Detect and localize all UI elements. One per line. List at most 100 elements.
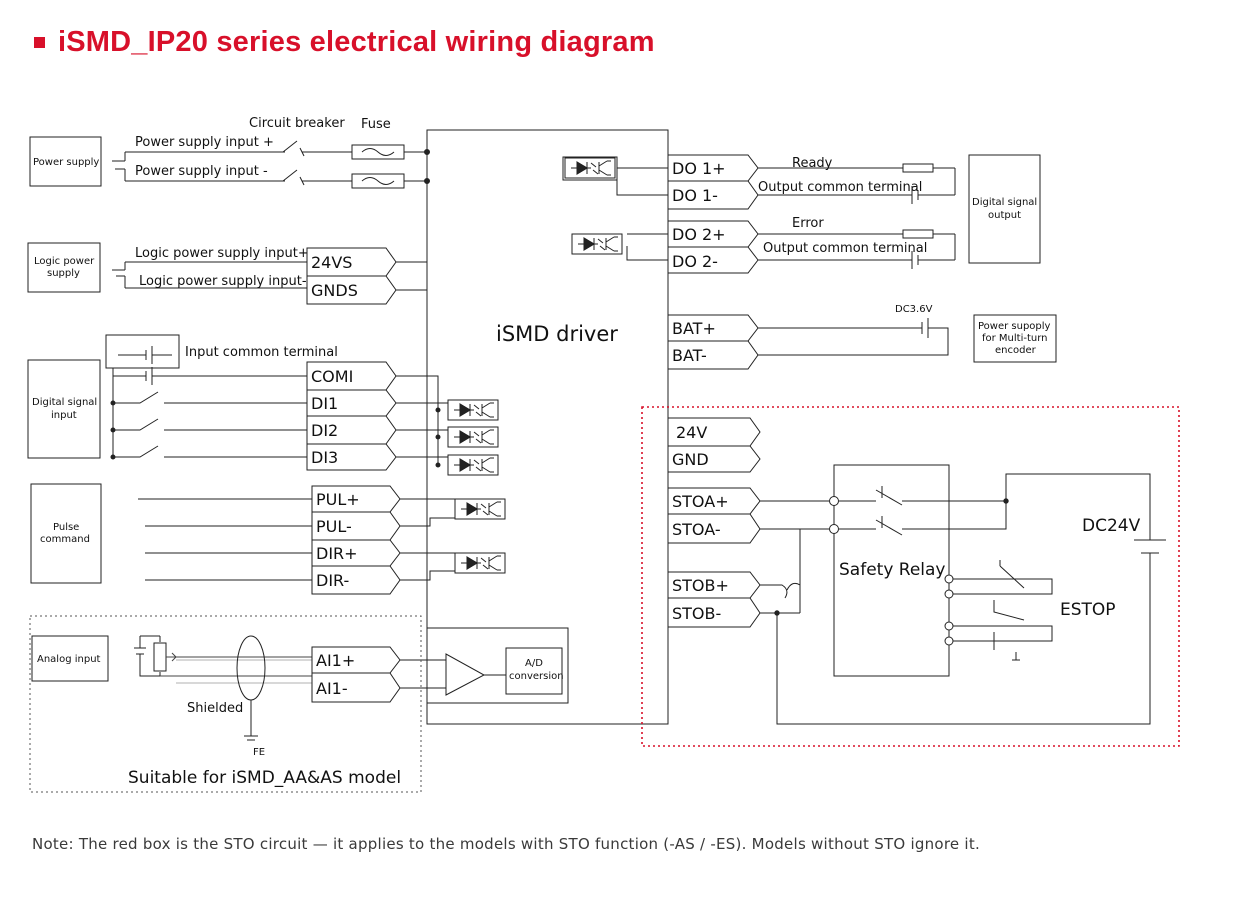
opto-pul [454, 498, 506, 520]
svg-text:DO 2+: DO 2+ [672, 225, 726, 244]
pin-do1-plus: DO 1+ [667, 154, 759, 182]
pin-do2-minus: DO 2- [667, 246, 759, 274]
shield-label: Shielded [187, 701, 243, 716]
adc-label-1: A/D [525, 658, 543, 669]
resistor-ready [902, 163, 934, 173]
digital-input-box [27, 359, 101, 459]
logic-power-label-1: Logic power [34, 256, 95, 267]
pin-pul-plus: PUL+ [311, 485, 401, 513]
opto-dir [454, 552, 506, 574]
svg-text:STOB-: STOB- [672, 604, 721, 623]
encoder-power-label-2: for Multi-turn [982, 333, 1048, 344]
input-common-label: Input common terminal [185, 345, 338, 360]
shield-symbol [236, 635, 266, 701]
logic-input-plus-label: Logic power supply input+ [135, 246, 309, 261]
opto-do1 [564, 157, 616, 179]
title-bullet [34, 36, 45, 48]
dc24v-label: DC24V [1082, 516, 1141, 536]
adc-box [426, 627, 569, 704]
svg-text:24V: 24V [676, 423, 707, 442]
svg-text:PUL+: PUL+ [316, 490, 360, 509]
svg-text:DI3: DI3 [311, 448, 338, 467]
ready-label: Ready [792, 156, 833, 171]
footnote: Note: The red box is the STO circuit — i… [32, 835, 980, 853]
pin-ai1-plus: AI1+ [311, 646, 401, 674]
svg-text:AI1+: AI1+ [316, 651, 355, 670]
svg-text:GND: GND [672, 450, 709, 469]
driver-label: iSMD driver [496, 322, 618, 346]
pulse-command-box [30, 483, 102, 584]
analog-model-note: Suitable for iSMD_AA&AS model [128, 768, 401, 788]
safety-relay-label: Safety Relay [839, 560, 946, 580]
error-label: Error [792, 216, 824, 231]
power-wires [112, 140, 427, 186]
digital-output-label-1: Digital signal [972, 197, 1037, 208]
resistor-error [902, 229, 934, 239]
pin-gnds: GNDS [306, 275, 397, 305]
power-supply-label: Power supply [33, 157, 99, 168]
pin-comi: COMI [306, 361, 397, 391]
page-title: iSMD_IP20 series electrical wiring diagr… [58, 25, 655, 58]
logic-power-label-2: supply [47, 268, 80, 279]
opto-di1 [447, 399, 499, 421]
digital-input-label-2: input [51, 410, 77, 421]
svg-text:DO 1+: DO 1+ [672, 159, 726, 178]
svg-text:STOA-: STOA- [672, 520, 721, 539]
pin-di1: DI1 [306, 389, 397, 417]
svg-text:AI1-: AI1- [316, 679, 348, 698]
input-common-box [105, 334, 180, 369]
pin-di3: DI3 [306, 443, 397, 471]
svg-text:GNDS: GNDS [311, 281, 358, 300]
power-input-plus-label: Power supply input + [135, 135, 274, 150]
analog-input-box [31, 635, 109, 682]
pin-stoa-minus: STOA- [667, 513, 761, 544]
adc-label-2: conversion [509, 671, 564, 682]
power-supply-box [29, 136, 102, 187]
svg-text:STOA+: STOA+ [672, 492, 729, 511]
safety-relay-box [833, 464, 950, 677]
breaker-label: Circuit breaker [249, 116, 345, 131]
svg-text:BAT-: BAT- [672, 346, 707, 365]
pin-dir-minus: DIR- [311, 565, 401, 595]
pin-di2: DI2 [306, 415, 397, 445]
power-input-minus-label: Power supply input - [135, 164, 268, 179]
svg-text:DI1: DI1 [311, 394, 338, 413]
adc-block [505, 647, 563, 695]
battery-voltage-label: DC3.6V [895, 304, 933, 315]
svg-text:PUL-: PUL- [316, 517, 352, 536]
svg-text:COMI: COMI [311, 367, 353, 386]
do1-common-label: Output common terminal [758, 180, 922, 195]
digital-input-label-1: Digital signal [32, 397, 97, 408]
logic-input-minus-label: Logic power supply input- [139, 274, 307, 289]
encoder-power-label-3: encoder [995, 345, 1037, 356]
pulse-label-2: command [40, 534, 90, 545]
pin-do2-plus: DO 2+ [667, 220, 759, 248]
analog-model-box [29, 615, 422, 793]
encoder-power-box [973, 314, 1057, 363]
opto-di3 [447, 454, 499, 476]
potentiometer [153, 642, 167, 672]
fe-label: FE [253, 747, 265, 758]
pin-stoa-plus: STOA+ [667, 487, 761, 515]
encoder-power-label-1: Power supoply [978, 321, 1051, 332]
pulse-label-1: Pulse [53, 522, 79, 533]
pin-bat-plus: BAT+ [667, 314, 759, 342]
svg-text:STOB+: STOB+ [672, 576, 729, 595]
opto-di2 [447, 426, 499, 448]
sto-circuit-box [641, 406, 1180, 747]
svg-text:BAT+: BAT+ [672, 319, 716, 338]
op-amp-symbol [400, 653, 506, 696]
title-bar: iSMD_IP20 series electrical wiring diagr… [34, 22, 655, 62]
svg-text:DO 2-: DO 2- [672, 252, 718, 271]
pin-ai1-minus: AI1- [311, 672, 401, 703]
svg-text:24VS: 24VS [311, 253, 352, 272]
fuse-2 [351, 173, 405, 189]
pin-do1-minus: DO 1- [667, 180, 759, 210]
fuse-label: Fuse [361, 117, 391, 132]
svg-text:DIR+: DIR+ [316, 544, 358, 563]
pin-stob-minus: STOB- [667, 597, 761, 628]
pin-24vs: 24VS [306, 247, 397, 277]
svg-text:DO 1-: DO 1- [672, 186, 718, 205]
pin-24v: 24V [667, 417, 761, 447]
